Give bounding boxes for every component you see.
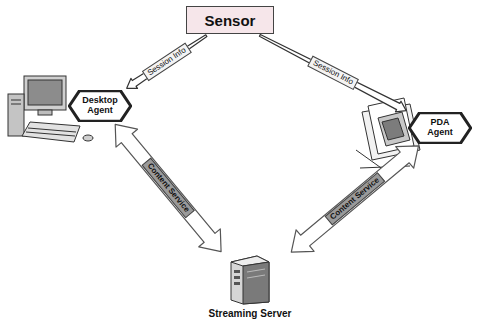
hexagon-shape <box>409 113 470 144</box>
sensor-box: Sensor <box>186 6 274 34</box>
edge-label: Session Info <box>141 42 191 81</box>
connector-shape <box>259 35 406 112</box>
node-text: PDA Agent <box>419 118 461 138</box>
double-arrow <box>115 124 221 251</box>
server-node: Streaming Server <box>200 254 300 319</box>
connector-shape <box>115 124 221 251</box>
connector-shape <box>127 35 207 89</box>
double-arrow <box>291 146 418 252</box>
server-icon <box>227 254 273 306</box>
edge-label: Session Info <box>307 56 359 91</box>
node-text: Desktop Agent <box>79 96 121 116</box>
agent-hexagon: Desktop Agent <box>68 90 132 122</box>
hexagon-shape <box>69 91 130 122</box>
edge-label: Content Service <box>324 172 385 226</box>
connector-shape <box>291 146 418 252</box>
session-beam <box>127 35 207 89</box>
agent-hexagon: PDA Agent <box>408 112 472 144</box>
node-text: Streaming Server <box>200 308 300 319</box>
node-text: Sensor <box>205 12 256 29</box>
edge-label: Content Service <box>141 158 195 219</box>
session-beam <box>259 35 406 112</box>
